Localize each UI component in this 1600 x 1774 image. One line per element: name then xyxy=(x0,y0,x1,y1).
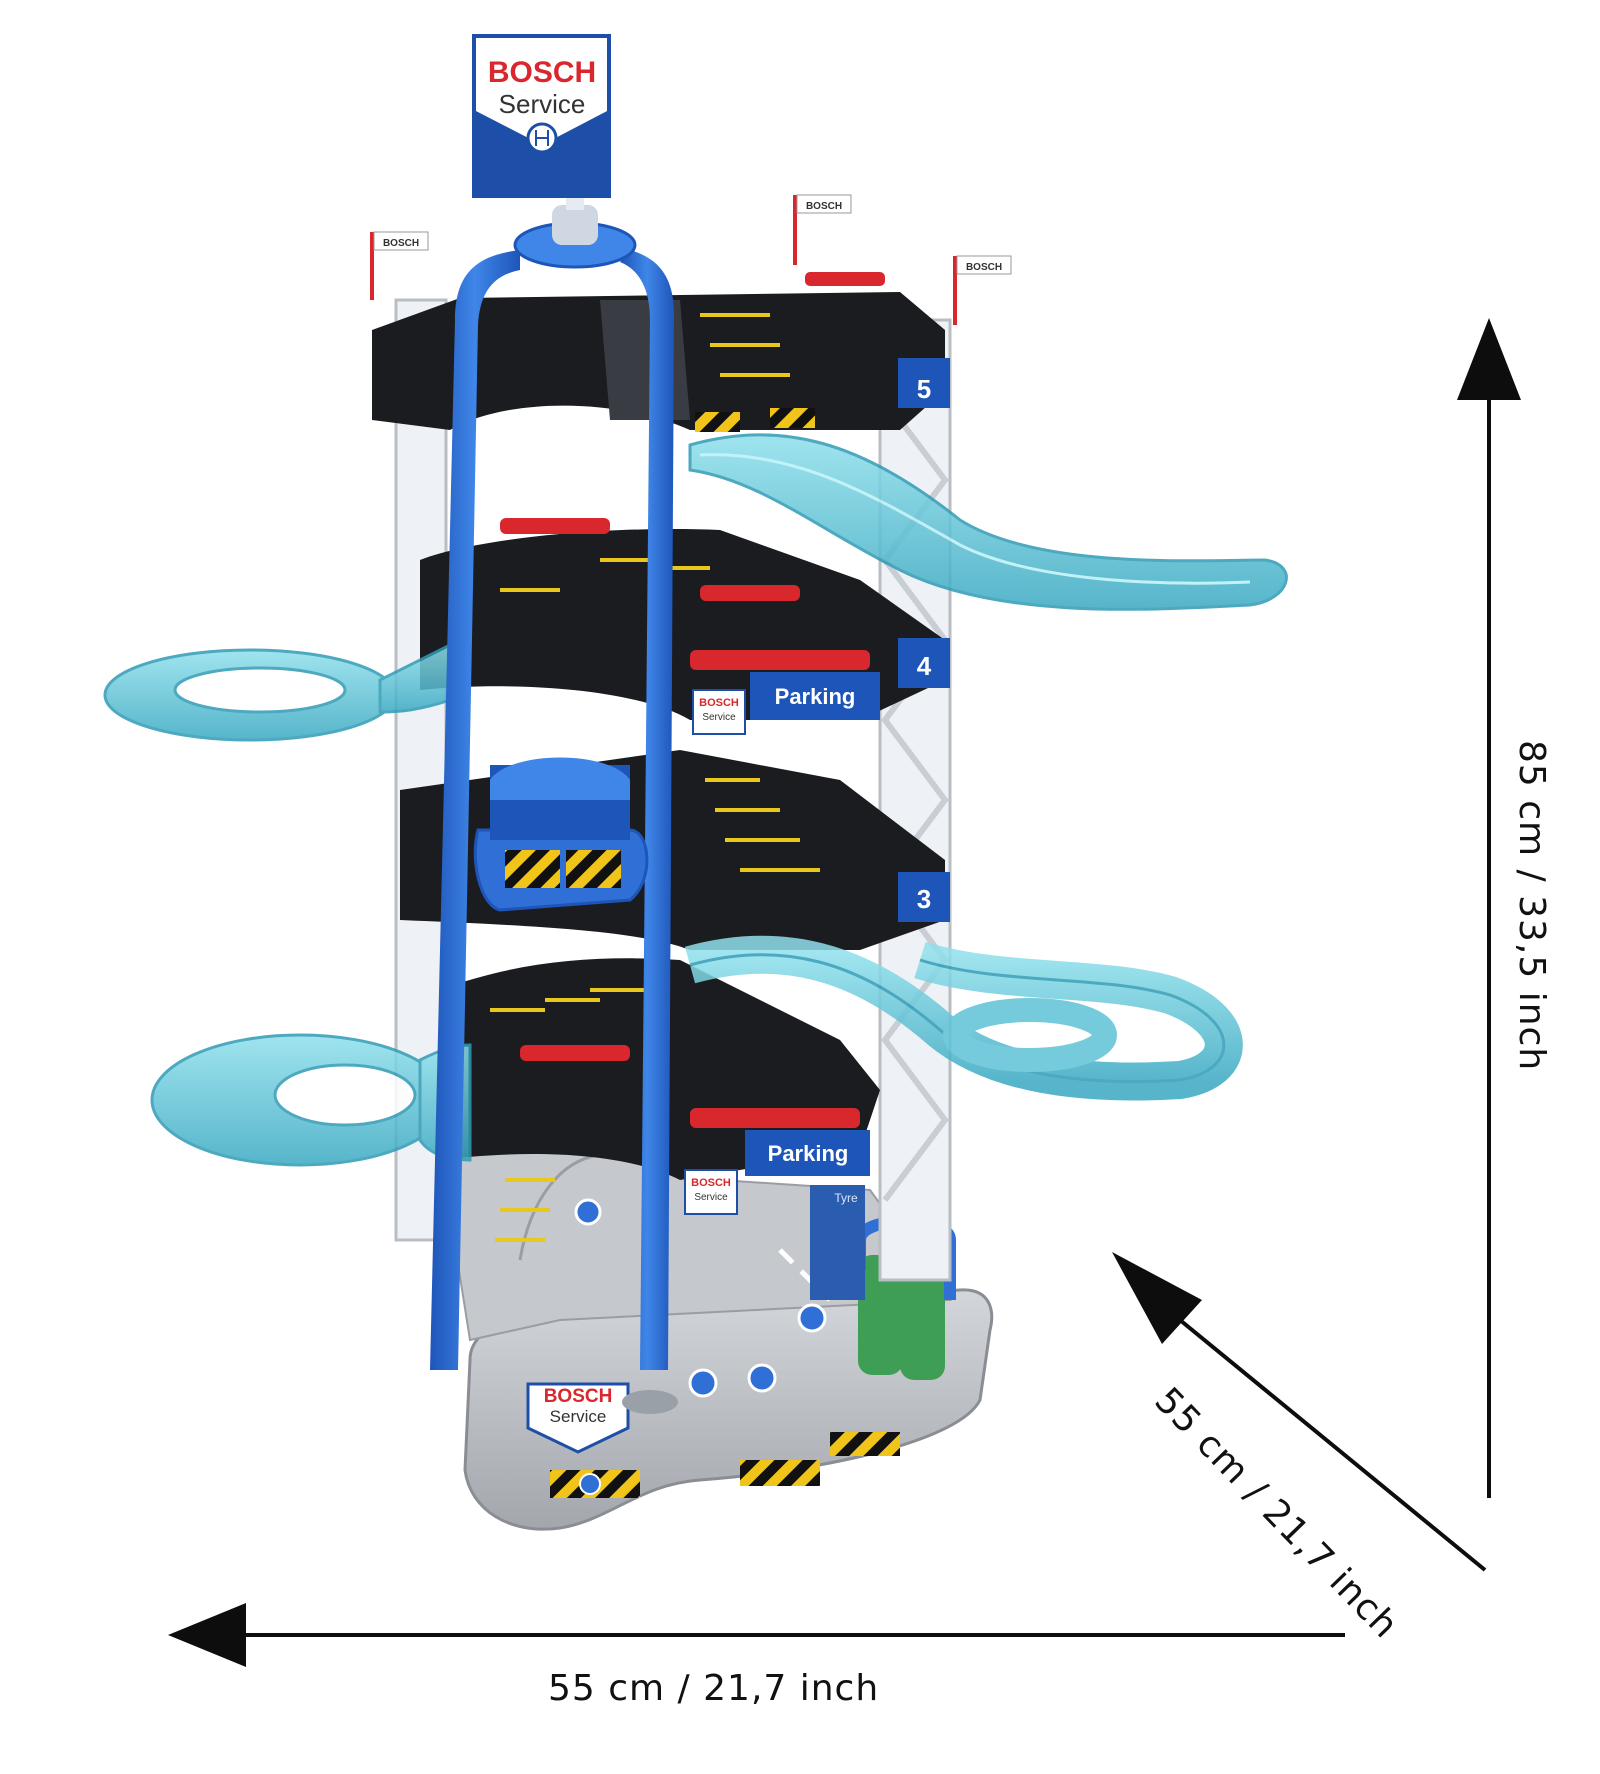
base-sign-line1: BOSCH xyxy=(544,1386,613,1407)
track-upper-right xyxy=(688,433,1288,611)
elevator-tower xyxy=(430,170,678,1414)
parking-sign-lower: Parking xyxy=(768,1141,849,1166)
base-sign-line2: Service xyxy=(550,1407,607,1426)
width-dimension-label: 55 cm / 21,7 inch xyxy=(548,1668,880,1709)
tyre-sign: Tyre xyxy=(834,1191,858,1205)
base-bosch-sign: BOSCH Service xyxy=(526,1382,630,1454)
flag-left: BOSCH xyxy=(370,231,429,300)
top-sign-line1: BOSCH xyxy=(488,56,596,89)
width-arrow xyxy=(168,1603,1345,1667)
track-lower-right xyxy=(684,935,1243,1101)
parking-sign-upper: Parking xyxy=(775,684,856,709)
level-number-3: 3 xyxy=(917,884,931,914)
flag-left-text: BOSCH xyxy=(383,238,419,249)
height-dimension-label: 85 cm / 33,5 inch xyxy=(1511,740,1552,1072)
track-mid-left xyxy=(103,642,452,742)
depth-arrow xyxy=(1112,1252,1487,1572)
flag-middle-text: BOSCH xyxy=(806,201,842,212)
top-sign-line2: Service xyxy=(499,89,586,119)
badge-lower-line2: Service xyxy=(694,1192,728,1203)
deck-level-4: Parking BOSCH Service 4 xyxy=(420,518,950,735)
right-support-column xyxy=(878,318,952,1282)
top-bosch-sign: BOSCH Service xyxy=(472,34,611,198)
level-number-5: 5 xyxy=(917,374,931,404)
height-arrow xyxy=(1457,318,1521,1498)
badge-upper-line2: Service xyxy=(702,712,736,723)
badge-upper-line1: BOSCH xyxy=(699,697,739,709)
badge-lower-line1: BOSCH xyxy=(691,1177,731,1189)
flag-right-text: BOSCH xyxy=(966,262,1002,273)
base-platform xyxy=(438,1149,994,1531)
level-number-4: 4 xyxy=(917,651,932,681)
flag-right: BOSCH xyxy=(953,255,1012,325)
flag-middle: BOSCH xyxy=(793,194,852,265)
